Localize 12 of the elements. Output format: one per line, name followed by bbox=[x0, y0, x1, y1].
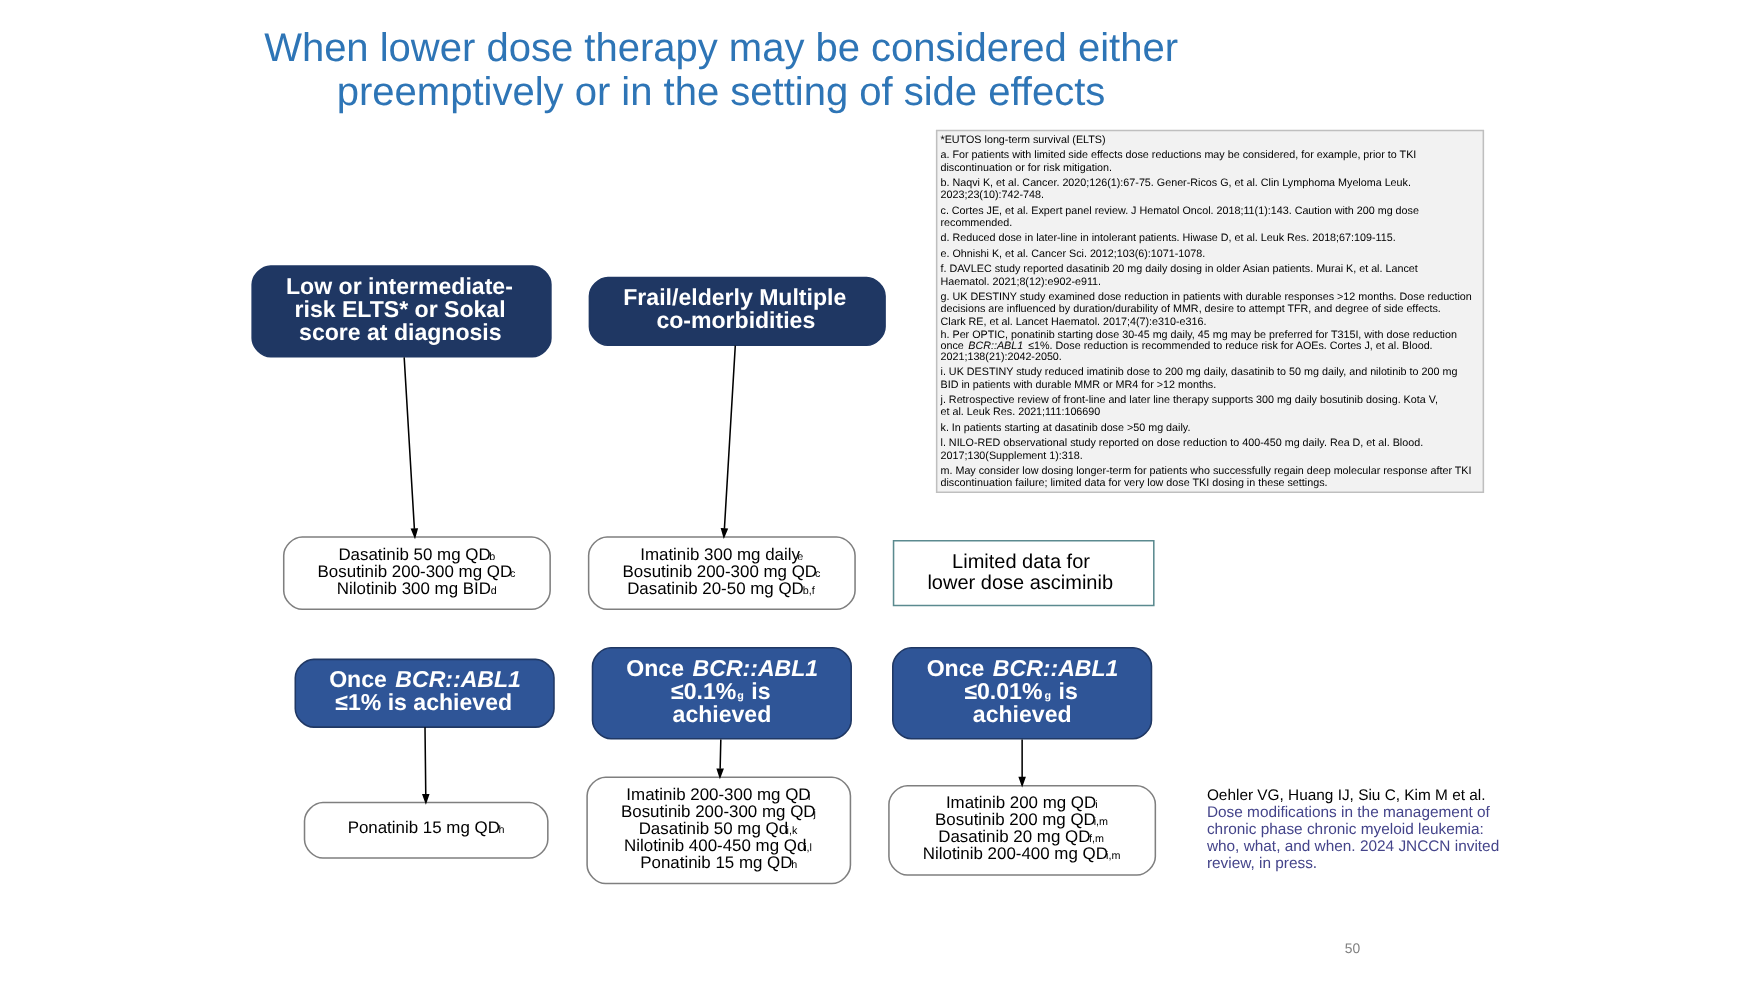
arrow bbox=[403, 356, 419, 540]
label: Dose modifications in the management of chronic phase chronic myeloid leukemia: who, what, and when. 2024 JNCCN invited review, in press. bbox=[1206, 803, 1500, 873]
label: Oehler VG, Huang IJ, Siu C, Kim M et al. bbox=[1206, 786, 1486, 805]
arrow bbox=[422, 726, 430, 805]
diagram-title: When lower dose therapy may be considered either preemptively or in the setting of side effects bbox=[264, 26, 1178, 116]
node-box: Limited data for lower dose asciminib bbox=[892, 540, 1155, 607]
arrow bbox=[720, 344, 737, 539]
node-box: Once BCR::ABL1 ≤1% is achieved bbox=[294, 658, 555, 728]
node-box: Low or intermediate-risk ELTS* or Sokal score at diagnosis bbox=[251, 265, 552, 358]
node-box: Frail/elderly Multiple co-morbidities bbox=[588, 276, 886, 346]
arrow bbox=[1018, 738, 1026, 788]
arrow bbox=[716, 738, 724, 780]
